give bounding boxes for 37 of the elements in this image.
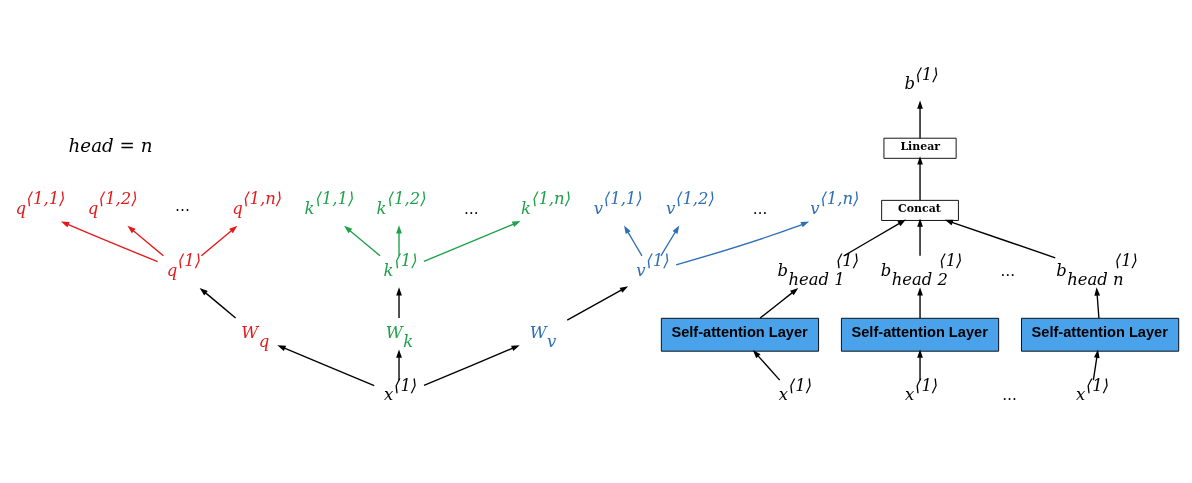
node-box: Self-attention Layer xyxy=(840,317,1000,352)
arrow xyxy=(1094,287,1101,319)
arrow xyxy=(842,219,906,257)
arrow xyxy=(917,156,923,202)
arrow xyxy=(759,287,799,319)
arrow xyxy=(752,350,781,381)
arrow xyxy=(917,100,923,139)
arrow xyxy=(423,345,520,387)
arrow xyxy=(660,225,680,257)
arrow xyxy=(200,225,238,257)
arrow xyxy=(566,286,629,321)
arrow xyxy=(127,225,165,257)
arrow xyxy=(624,225,643,257)
arrow xyxy=(277,345,375,387)
node-box: Self-attention Layer xyxy=(1021,317,1180,352)
arrow xyxy=(944,219,1056,259)
arrow xyxy=(1092,349,1100,381)
arrow xyxy=(423,221,521,263)
node-box: Self-attention Layer xyxy=(660,317,820,352)
arrow xyxy=(396,287,402,319)
arrow xyxy=(917,218,923,257)
arrow xyxy=(60,221,159,263)
arrow xyxy=(199,287,237,319)
node-box: Concat xyxy=(881,199,959,221)
label: … xyxy=(463,199,479,217)
arrow xyxy=(344,225,381,257)
node-box: Linear xyxy=(883,137,957,159)
label: ⋯ xyxy=(175,199,191,217)
arrow xyxy=(396,349,402,381)
label: head = n xyxy=(68,134,153,156)
arrow xyxy=(917,287,923,319)
label: … xyxy=(1000,262,1016,280)
arrow xyxy=(396,225,402,257)
label: … xyxy=(1002,386,1017,404)
arrow xyxy=(917,349,923,381)
arrow xyxy=(675,221,810,266)
label: … xyxy=(752,199,768,217)
